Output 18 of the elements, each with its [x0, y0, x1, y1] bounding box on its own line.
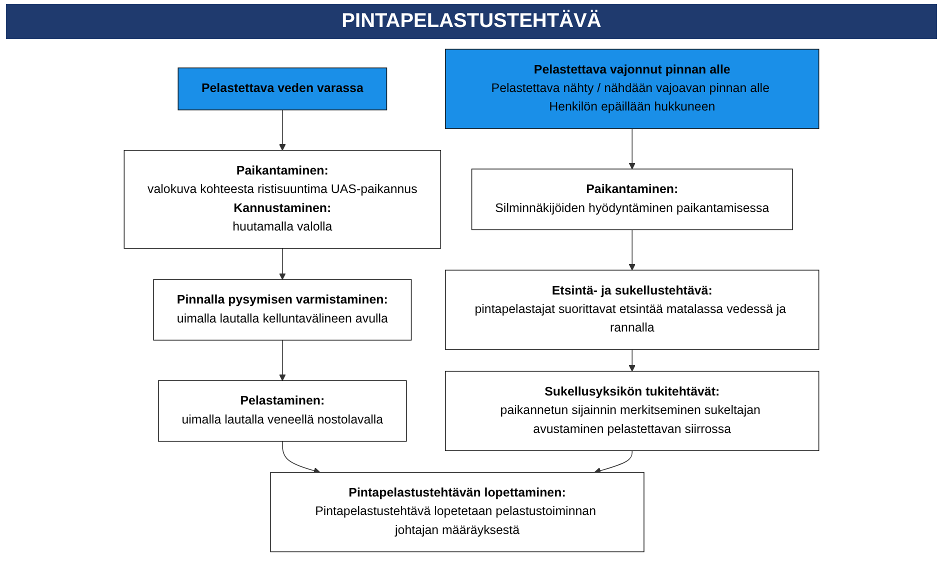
node-box: Pintapelastustehtävän lopettaminen: Pintapelastustehtävä lopetetaan pelastustoiminnan johtajan määräyksestä: [270, 472, 644, 552]
arrow: [628, 128, 636, 170]
arrow: [279, 340, 286, 381]
arrow: [279, 248, 286, 280]
node-box: Sukellusyksikön tukitehtävät: paikannetun sijainnin merkitseminen sukeltajan avustaminen pelastettavan siirrossa: [445, 370, 820, 452]
title-banner: PINTAPELASTUSTEHTÄVÄ: [6, 4, 937, 39]
arrow: [628, 229, 636, 270]
arrow: [279, 110, 286, 151]
node-box: Pelastettava vajonnut pinnan alle Pelastettava nähty / nähdään vajoavan pinnan alle Henkilön epäillään hukkuneen: [445, 48, 820, 129]
arrow: [282, 440, 320, 474]
node-box: Etsintä- ja sukellustehtävä: pintapelastajat suorittavat etsintää matalassa vedessä ja rannalla: [445, 270, 820, 350]
node-box: Paikantaminen: valokuva kohteesta ristisuuntima UAS-paikannus Kannustaminen: huutamalla valolla: [124, 150, 442, 249]
node-box: Paikantaminen: Silminnäkijöiden hyödyntäminen paikantamisessa: [471, 168, 793, 230]
arrow: [628, 349, 636, 372]
arrow: [594, 450, 633, 474]
node-box: Pinnalla pysymisen varmistaminen: uimalla lautalla kelluntavälineen avulla: [153, 279, 412, 341]
node-box: Pelastaminen: uimalla lautalla veneellä nostolavalla: [158, 380, 407, 442]
node-box: Pelastettava veden varassa: [178, 68, 388, 110]
